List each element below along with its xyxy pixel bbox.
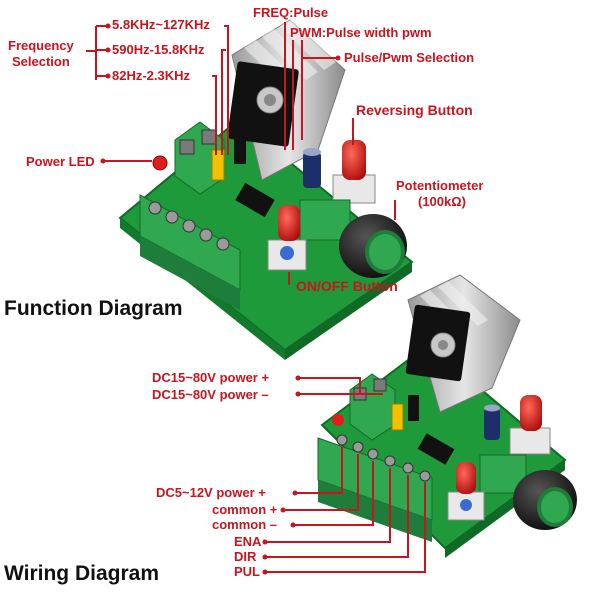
capacitor <box>303 148 321 188</box>
reversing-button-switch <box>332 140 376 204</box>
freq-high-label: 5.8KHz~127KHz <box>112 17 210 32</box>
function-diagram-heading: Function Diagram <box>4 297 183 320</box>
pulse-pwm-selection-label: Pulse/Pwm Selection <box>344 50 475 65</box>
wiring-diagram-heading: Wiring Diagram <box>4 562 159 585</box>
on-off-button-label: ON/OFF Button <box>296 278 398 294</box>
jumper-2 <box>391 403 404 431</box>
dir-label: DIR <box>234 549 257 564</box>
reversing-button-label: Reversing Button <box>356 102 473 118</box>
leader-dots <box>100 23 341 575</box>
jumper-2b <box>408 395 419 421</box>
potentiometer-value-label: (100kΩ) <box>418 194 467 209</box>
freq-low-label: 82Hz-2.3KHz <box>112 68 191 83</box>
logic-ic-2 <box>417 433 455 465</box>
power-minus-label: DC15~80V power – <box>152 387 269 402</box>
screw-terminal-block-2 <box>317 434 433 542</box>
function-board <box>118 19 414 360</box>
ena-label: ENA <box>234 534 262 549</box>
common-minus-label: common – <box>212 517 278 532</box>
power-plus-label: DC15~80V power + <box>152 370 270 385</box>
power-led-label: Power LED <box>26 154 95 169</box>
capacitor-2 <box>484 404 500 440</box>
logic-ic <box>235 182 275 218</box>
on-off-button-switch <box>267 205 307 271</box>
jumper-mode <box>234 134 246 164</box>
on-off-button-2 <box>447 462 485 521</box>
common-plus-label: common + <box>212 502 278 517</box>
power-terminal-2 <box>349 373 396 441</box>
driver-chip-2 <box>405 304 471 382</box>
screw-terminal-block <box>139 194 241 310</box>
potentiometer-knob <box>299 199 407 278</box>
pcb-board-edge <box>285 262 412 360</box>
logic-power-plus-label: DC5~12V power + <box>156 485 266 500</box>
wiring-board <box>317 274 577 558</box>
freq-pulse-label: FREQ:Pulse <box>253 5 329 20</box>
freq-mid-label: 590Hz-15.8KHz <box>112 42 205 57</box>
leader-lines <box>86 22 426 573</box>
potentiometer-label: Potentiometer <box>396 178 484 193</box>
driver-chip <box>227 61 299 147</box>
reversing-button-2 <box>509 395 551 455</box>
pwm-width-label: PWM:Pulse width pwm <box>290 25 432 40</box>
potentiometer-knob-2 <box>479 454 577 530</box>
power-led <box>152 155 168 171</box>
frequency-selection-label: Frequency Selection <box>8 38 74 69</box>
pul-label: PUL <box>234 564 260 579</box>
jumper-freq <box>211 149 225 181</box>
power-led-2 <box>332 414 344 426</box>
